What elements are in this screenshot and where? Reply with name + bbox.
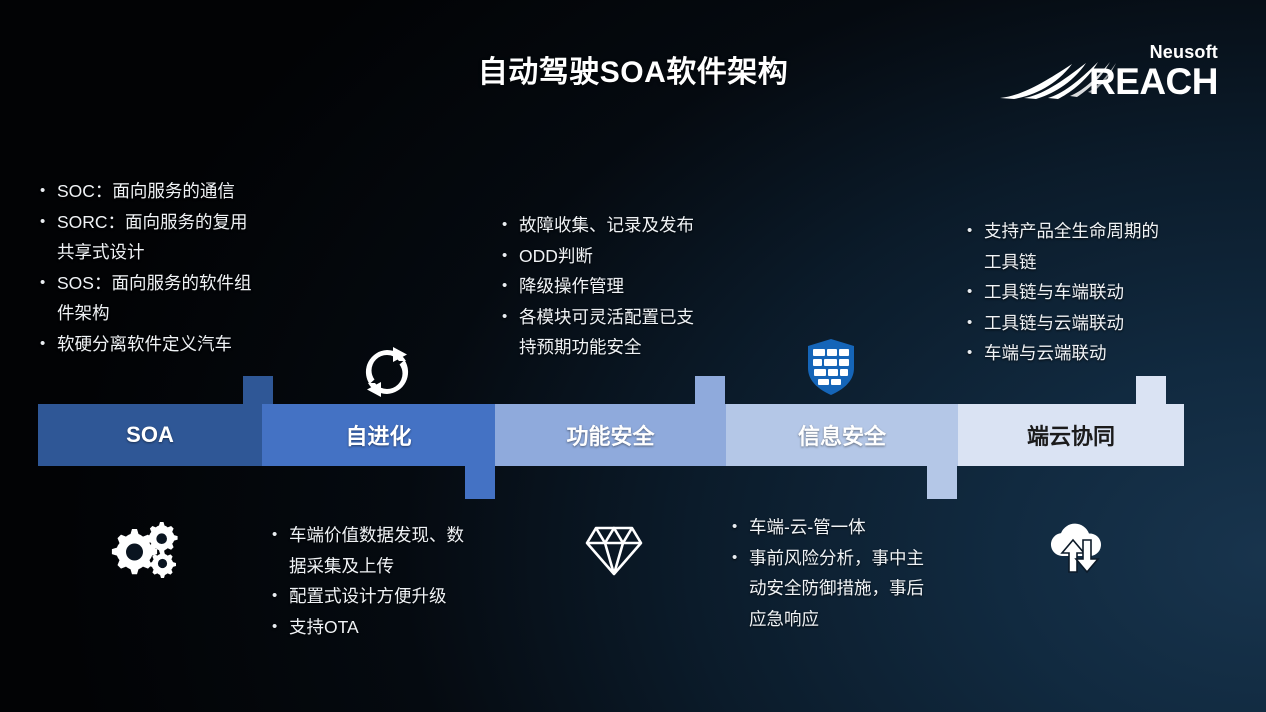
list-item: 软硬分离软件定义汽车 [38, 329, 318, 360]
bullet-list-soa: SOC：面向服务的通信 SORC：面向服务的复用 共享式设计 SOS：面向服务的… [38, 176, 318, 359]
connector-up-function-safety [695, 376, 725, 404]
bar-segment-label: 端云协同 [1026, 424, 1115, 449]
list-item: 车端价值数据发现、数 据采集及上传 [270, 520, 505, 581]
shield-firewall-icon [808, 339, 854, 395]
bar-segment-soa[interactable]: SOA [38, 404, 262, 466]
connector-down-info-security [927, 466, 957, 499]
bullet-list-evolution: 车端价值数据发现、数 据采集及上传 配置式设计方便升级 支持OTA [270, 520, 505, 642]
list-item: SORC：面向服务的复用 共享式设计 [38, 207, 318, 268]
list-item: 支持OTA [270, 612, 505, 643]
logo-product-text: REACH [1088, 61, 1219, 102]
bar-segment-evolution[interactable]: 自进化 [262, 404, 495, 466]
list-item: 配置式设计方便升级 [270, 581, 505, 612]
bar-segment-function-safety[interactable]: 功能安全 [495, 404, 726, 466]
bar-segment-info-security[interactable]: 信息安全 [726, 404, 958, 466]
bar-segment-label: 信息安全 [797, 424, 886, 449]
connector-up-cloud-collab [1136, 376, 1166, 404]
page-title: 自动驾驶SOA软件架构 [477, 56, 789, 89]
bullet-list-function-safety: 故障收集、记录及发布 ODD判断 降级操作管理 各模块可灵活配置已支 持预期功能… [500, 210, 730, 363]
bar-segment-label: 功能安全 [566, 424, 655, 449]
list-item: 车端-云-管一体 [730, 512, 955, 543]
list-item: SOS：面向服务的软件组 件架构 [38, 268, 318, 329]
connector-down-evolution [465, 466, 495, 499]
bar-segment-label: 自进化 [345, 424, 412, 449]
diamond-icon [585, 526, 643, 576]
bar-segment-label: SOA [126, 422, 174, 447]
list-item: 故障收集、记录及发布 [500, 210, 730, 241]
list-item: 工具链与云端联动 [965, 308, 1200, 339]
connector-up-soa-to-evolution [243, 376, 273, 404]
list-item: 支持产品全生命周期的 工具链 [965, 216, 1200, 277]
list-item: 事前风险分析，事中主 动安全防御措施，事后 应急响应 [730, 543, 955, 635]
list-item: 工具链与车端联动 [965, 277, 1200, 308]
process-bar: SOA 自进化 功能安全 信息安全 端云协同 [38, 376, 1184, 500]
logo-brand-text: Neusoft [1149, 42, 1218, 62]
bullet-list-info-security: 车端-云-管一体 事前风险分析，事中主 动安全防御措施，事后 应急响应 [730, 512, 955, 634]
gears-icon [111, 522, 178, 578]
bullet-list-cloud-collab: 支持产品全生命周期的 工具链 工具链与车端联动 工具链与云端联动 车端与云端联动 [965, 216, 1200, 369]
cloud-sync-icon [1050, 523, 1102, 574]
bar-segment-cloud-collab[interactable]: 端云协同 [958, 404, 1184, 466]
road-swoosh-icon [1000, 62, 1116, 99]
company-logo: Neusoft REACH [998, 42, 1220, 104]
list-item: 各模块可灵活配置已支 持预期功能安全 [500, 302, 730, 363]
list-item: SOC：面向服务的通信 [38, 176, 318, 207]
refresh-cycle-icon [365, 347, 409, 397]
list-item: ODD判断 [500, 241, 730, 272]
list-item: 降级操作管理 [500, 271, 730, 302]
list-item: 车端与云端联动 [965, 338, 1200, 369]
